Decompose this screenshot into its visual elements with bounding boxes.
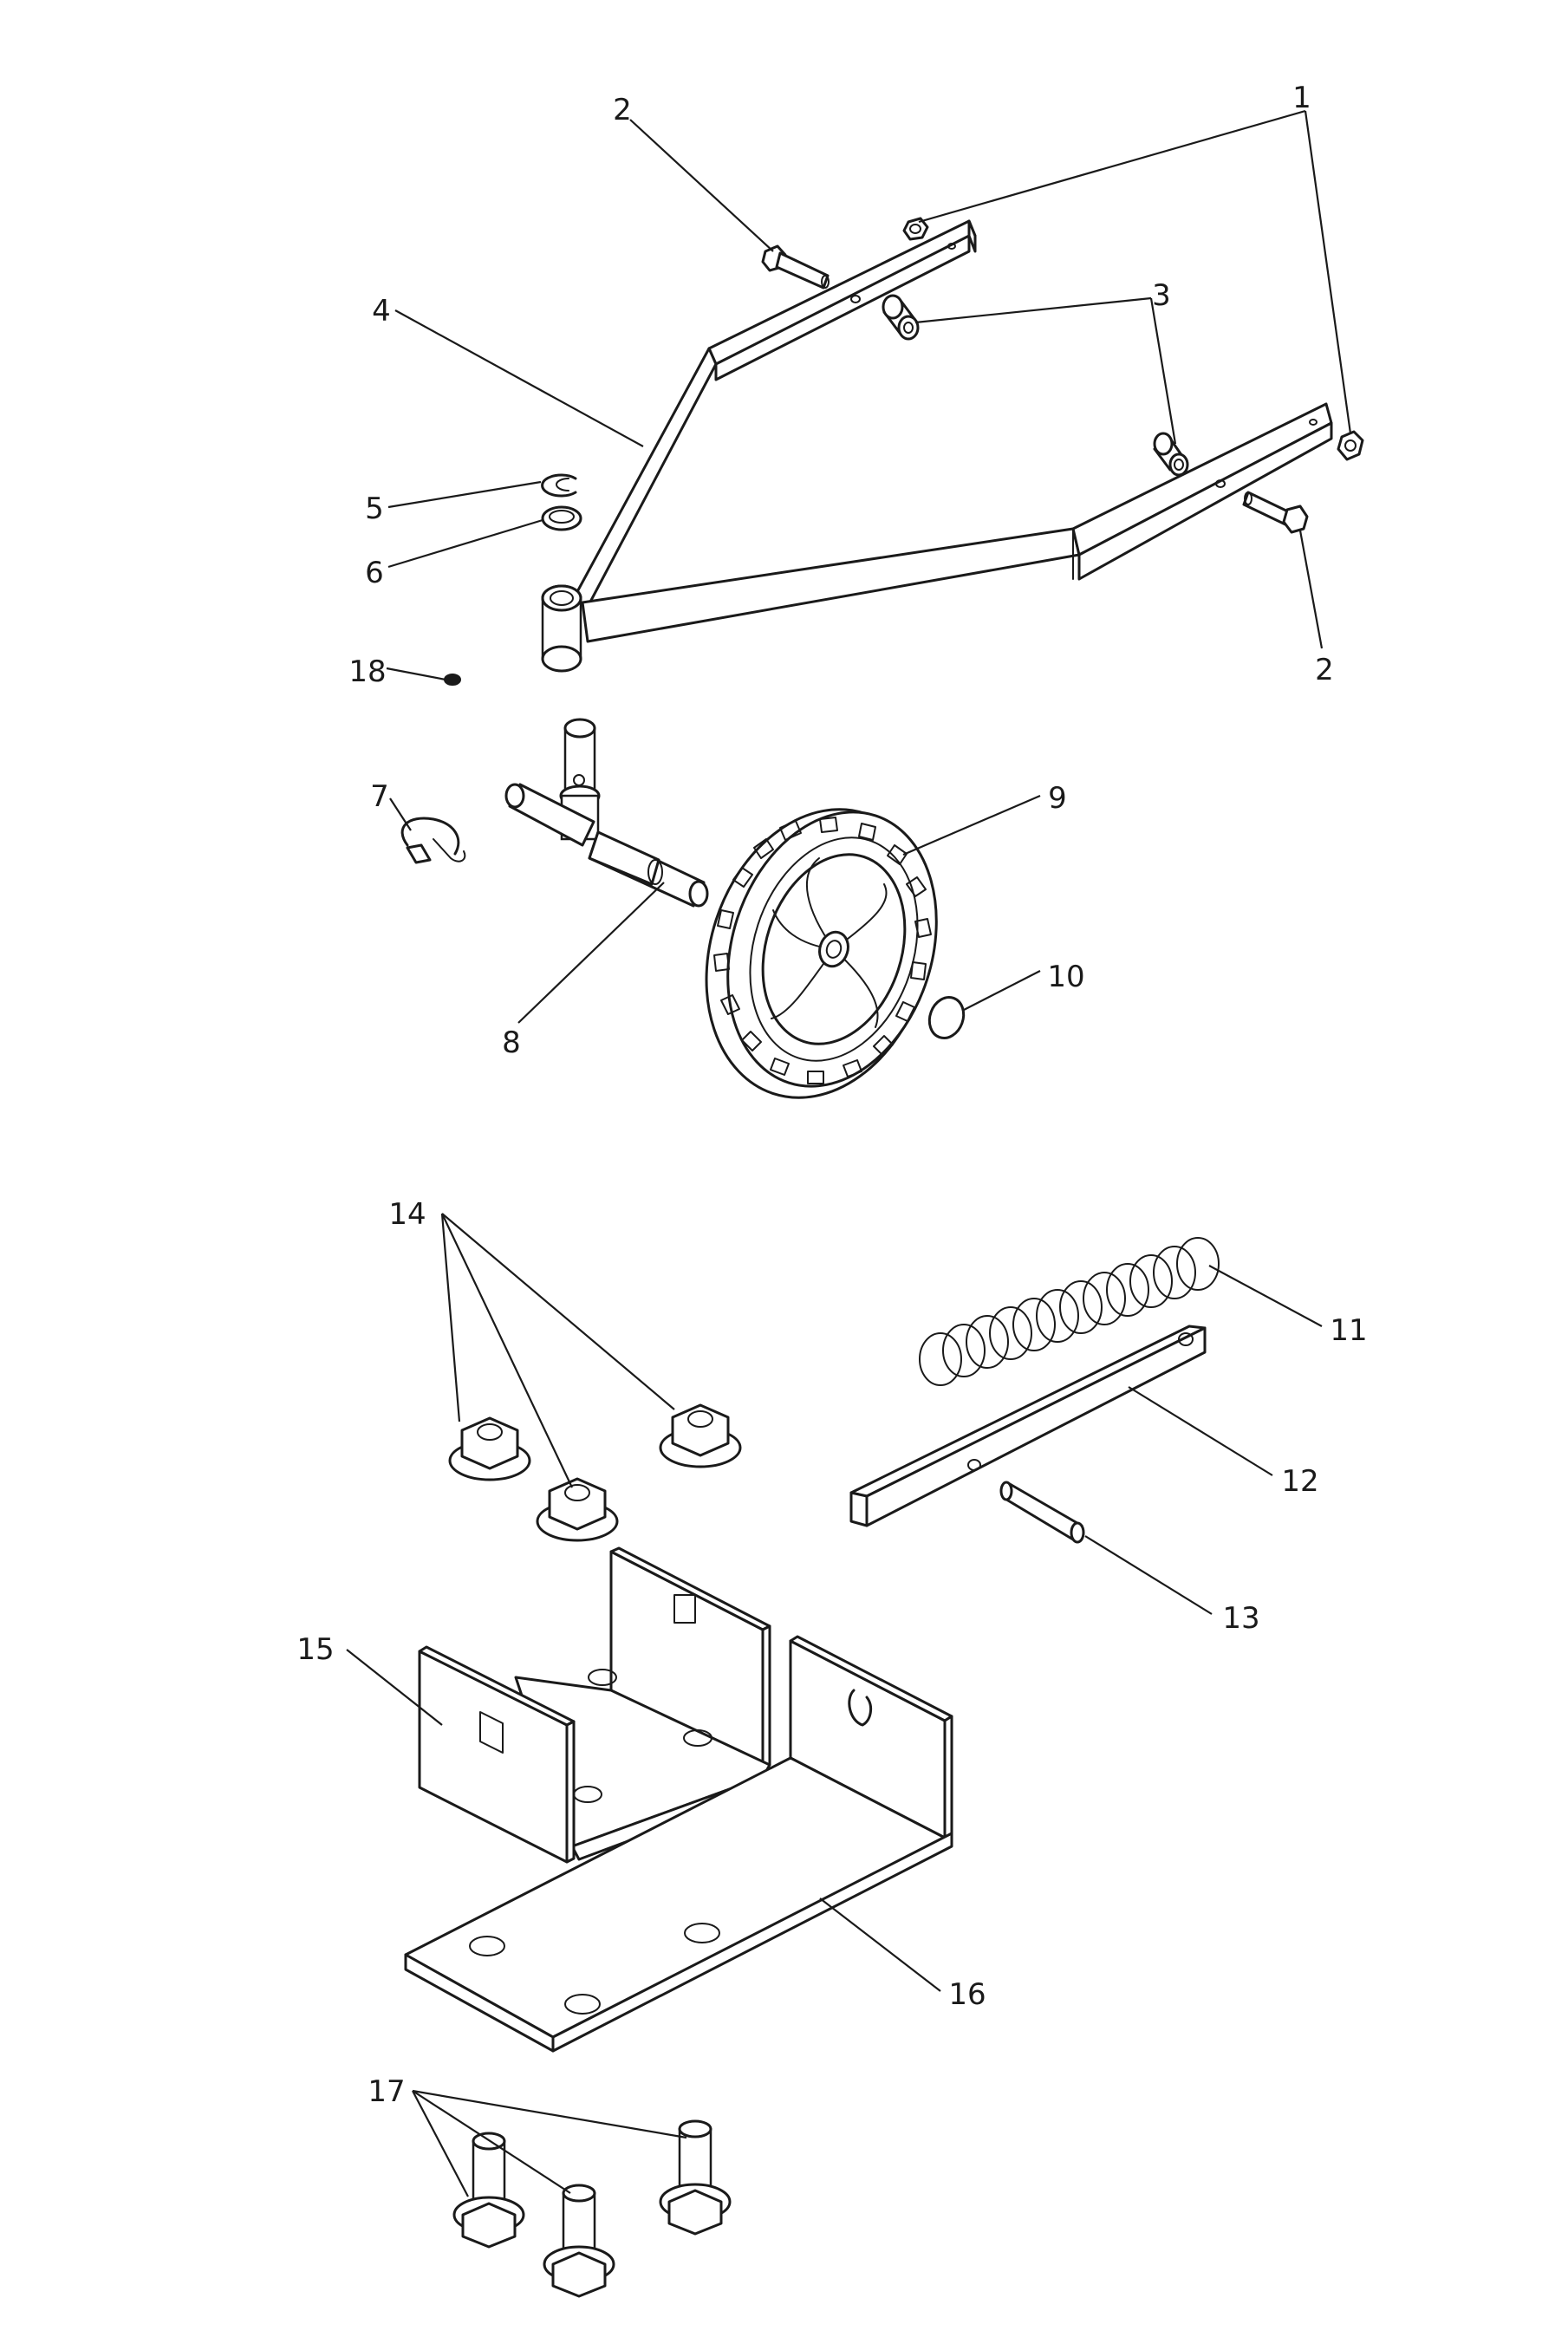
callout-15: 15 [296,1632,334,1667]
leader-lines [346,109,1352,2197]
callout-7: 7 [370,779,389,814]
callout-5: 5 [365,491,384,526]
callout-17: 17 [368,2074,405,2109]
part-13-pin [999,1481,1085,1544]
callout-16: 16 [948,1977,986,2012]
callout-13: 13 [1222,1601,1259,1636]
part-3-spacer-lower [1153,432,1189,477]
part-2-bolt-upper [761,244,830,290]
callout-3: 3 [1152,278,1171,313]
part-14-flange-nut-1 [448,1416,531,1481]
part-11-spring [919,1237,1220,1386]
part-5-e-clip [541,473,577,498]
callout-labels: 1 2 2 3 4 5 6 7 8 9 10 11 12 13 14 15 16… [296,81,1367,2109]
part-4-a-frame [541,219,1333,673]
callout-9: 9 [1048,781,1067,816]
part-6-washer [541,505,582,531]
callout-8: 8 [502,1025,521,1060]
part-8-caster-axle [504,718,709,908]
callout-10: 10 [1047,960,1084,994]
part-12-bar [849,1325,1207,1527]
part-14-flange-nut-2 [659,1403,742,1468]
part-1-nut-right [1337,430,1364,461]
part-3-spacer-upper [882,294,920,341]
callout-2-lower: 2 [1315,653,1334,687]
part-18-set-screw [444,674,461,686]
part-9-wheel [705,808,938,1099]
part-2-bolt-lower [1242,491,1309,534]
part-17-flange-bolt-1 [452,2132,525,2249]
callout-12: 12 [1281,1464,1318,1499]
part-7-hitch-clip [400,817,466,864]
callout-6: 6 [365,556,384,590]
part-17-flange-bolt-3 [659,2119,732,2236]
callout-11: 11 [1330,1313,1367,1348]
part-10-snap-ring [927,996,966,1039]
callout-14: 14 [388,1197,426,1232]
callout-2-upper: 2 [613,93,632,127]
part-15-u-bracket [418,1546,771,1864]
part-17-flange-bolt-2 [543,2184,615,2298]
callout-4: 4 [372,294,391,329]
part-16-l-bracket [404,1635,953,2053]
part-1-nut-left [902,217,929,241]
callout-1: 1 [1292,81,1311,115]
part-14-flange-nut-3 [536,1477,619,1542]
callout-18: 18 [348,654,386,689]
